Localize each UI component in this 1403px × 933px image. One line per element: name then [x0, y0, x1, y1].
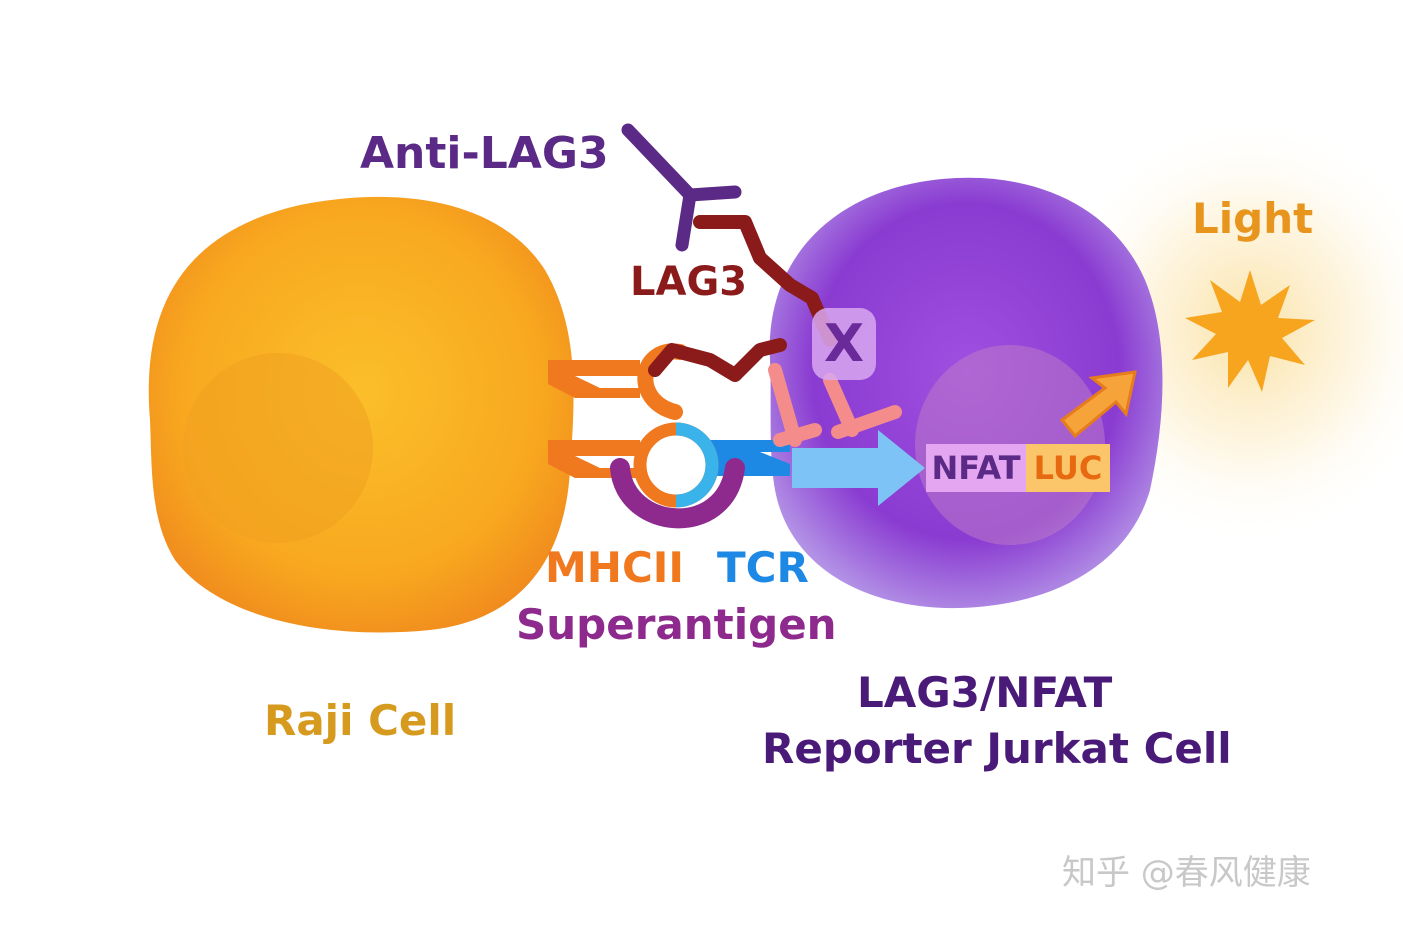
superantigen — [610, 458, 745, 529]
jurkat-cell-label-line2: Reporter Jurkat Cell — [762, 724, 1232, 773]
jurkat-cell-label-line1: LAG3/NFAT — [857, 668, 1113, 717]
superantigen-ring-blue — [675, 422, 719, 508]
lag3-label: LAG3 — [630, 259, 748, 305]
mhcii-label: MHCII — [545, 543, 685, 592]
light-star-icon — [1185, 270, 1315, 392]
anti-lag3-label: Anti-LAG3 — [360, 128, 609, 179]
light-label: Light — [1192, 194, 1314, 243]
inhibition-x-label: X — [823, 314, 865, 374]
nfat-box — [926, 444, 1026, 492]
raji-cell-label: Raji Cell — [264, 696, 457, 745]
anti-lag3-antibody — [621, 123, 742, 252]
tcr-receptor — [700, 440, 790, 476]
inhibition-lines — [768, 363, 902, 447]
light-emit-arrow — [1059, 370, 1137, 439]
watermark: 知乎 @春风健康 — [1062, 853, 1311, 893]
raji-nucleus — [183, 353, 373, 543]
lag3-molecule-lower — [648, 338, 787, 382]
tcr-label: TCR — [717, 543, 809, 592]
activation-arrow — [792, 430, 925, 506]
inhibition-x-badge — [812, 308, 876, 380]
lag3-molecule-upper — [693, 215, 837, 347]
luc-label: LUC — [1033, 449, 1103, 487]
nfat-label: NFAT — [931, 449, 1021, 487]
luc-box — [1026, 444, 1110, 492]
superantigen-label: Superantigen — [516, 600, 837, 649]
